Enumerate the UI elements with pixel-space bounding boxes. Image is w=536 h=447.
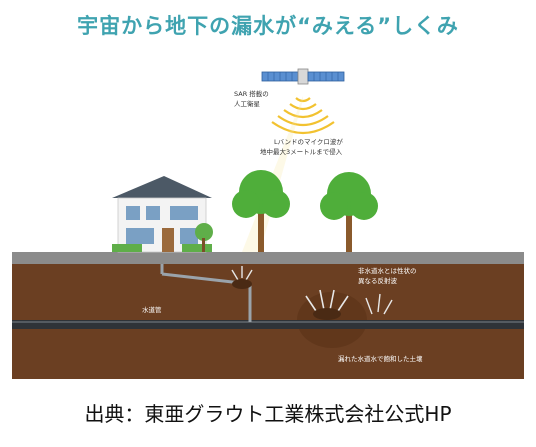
leak-spray-icon (365, 293, 393, 315)
leak-detection-diagram: SAR 搭載の 人工衛星 Lバンドのマイクロ波が 地中最大3メートルまで侵入 非… (12, 52, 524, 392)
wave-arcs-icon (271, 97, 335, 134)
reflection-label-line2: 異なる反射波 (358, 277, 397, 285)
page-title: 宇宙から地下の漏水が“みえる”しくみ (77, 14, 459, 38)
tree-icon (232, 170, 290, 252)
leak-spray-icon (305, 289, 349, 320)
satellite-label-line1: SAR 搭載の (234, 90, 269, 98)
source-caption: 出典：東亜グラウト工業株式会社公式HP (84, 402, 452, 426)
satellite-label-line2: 人工衛星 (234, 100, 260, 108)
leak-spray-icon (231, 266, 253, 289)
house-icon (112, 176, 212, 253)
microwave-label-line2: 地中最大3メートルまで侵入 (260, 148, 343, 156)
pipe-label: 水道管 (142, 306, 162, 314)
microwave-label-line1: Lバンドのマイクロ波が (274, 138, 343, 146)
shrub-icon (195, 223, 213, 252)
satellite-icon (261, 68, 345, 85)
tree-icon (320, 172, 378, 252)
scene-illustration (12, 68, 524, 379)
ground-surface (12, 252, 524, 264)
reflection-label-line1: 非水道水とは性状の (358, 267, 417, 275)
soil-label: 漏れた水道水で飽和した土壌 (338, 355, 423, 363)
